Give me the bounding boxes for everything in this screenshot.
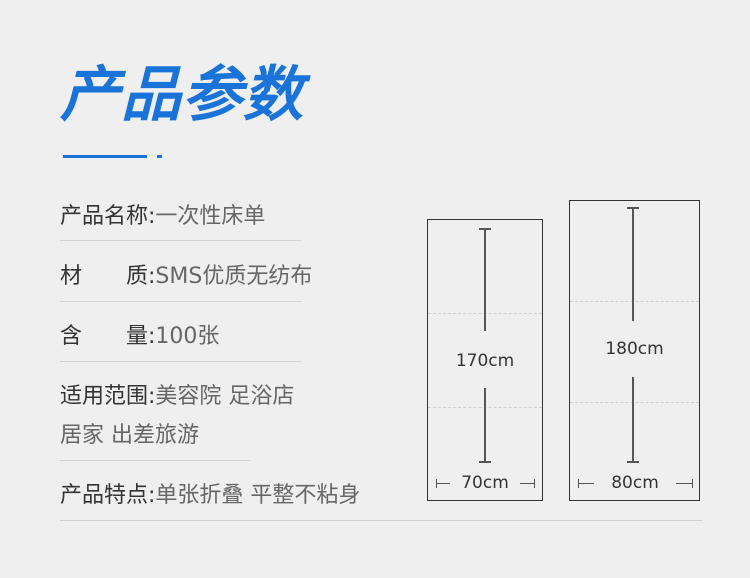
length-cap-bottom: [479, 461, 491, 463]
title-underline: [63, 155, 147, 158]
width-line-right: [520, 483, 534, 484]
spec-value: 单张折叠 平整不粘身: [155, 483, 361, 508]
spec-row-usage: 适用范围:美容院 足浴店: [60, 378, 294, 410]
divider: [60, 361, 301, 362]
bottom-divider: [60, 520, 702, 521]
width-line-left: [436, 483, 450, 484]
width-label: 80cm: [611, 473, 659, 493]
spec-value: 美容院 足浴店: [155, 384, 295, 409]
divider: [60, 301, 301, 302]
spec-value: 居家 出差旅游: [60, 423, 199, 448]
fold-line: [570, 301, 699, 302]
spec-value: 一次性床单: [155, 204, 266, 229]
width-line-right: [676, 483, 692, 484]
spec-value: SMS优质无纺布: [155, 264, 313, 289]
spec-label: 含 量:: [60, 324, 156, 349]
fold-line: [570, 402, 699, 403]
length-line-bottom: [632, 377, 634, 462]
page-title: 产品参数: [60, 60, 304, 130]
length-cap-bottom: [627, 461, 639, 463]
spec-row-quantity: 含 量:100张: [60, 318, 219, 350]
spec-label: 产品特点:: [60, 483, 156, 508]
length-line-top: [484, 228, 486, 331]
length-line-top: [632, 207, 634, 321]
length-label: 180cm: [605, 339, 664, 359]
width-label: 70cm: [461, 473, 509, 493]
divider: [60, 460, 250, 461]
width-line-left: [578, 483, 594, 484]
spec-row-material: 材 质:SMS优质无纺布: [60, 258, 312, 290]
spec-value: 100张: [155, 324, 220, 349]
width-cap-right: [534, 479, 535, 488]
spec-row-usage-cont: 居家 出差旅游: [60, 417, 199, 449]
spec-label: 适用范围:: [60, 384, 156, 409]
spec-label: 材 质:: [60, 264, 156, 289]
divider: [60, 240, 301, 241]
sheet-diagram-small: 170cm 70cm: [427, 219, 543, 501]
width-cap-right: [692, 479, 693, 488]
title-underline-dot: [157, 155, 162, 158]
spec-row-name: 产品名称:一次性床单: [60, 198, 265, 230]
spec-row-feature: 产品特点:单张折叠 平整不粘身: [60, 477, 360, 509]
sheet-diagram-large: 180cm 80cm: [569, 200, 700, 501]
length-line-bottom: [484, 388, 486, 462]
spec-label: 产品名称:: [60, 204, 156, 229]
length-label: 170cm: [455, 351, 515, 371]
